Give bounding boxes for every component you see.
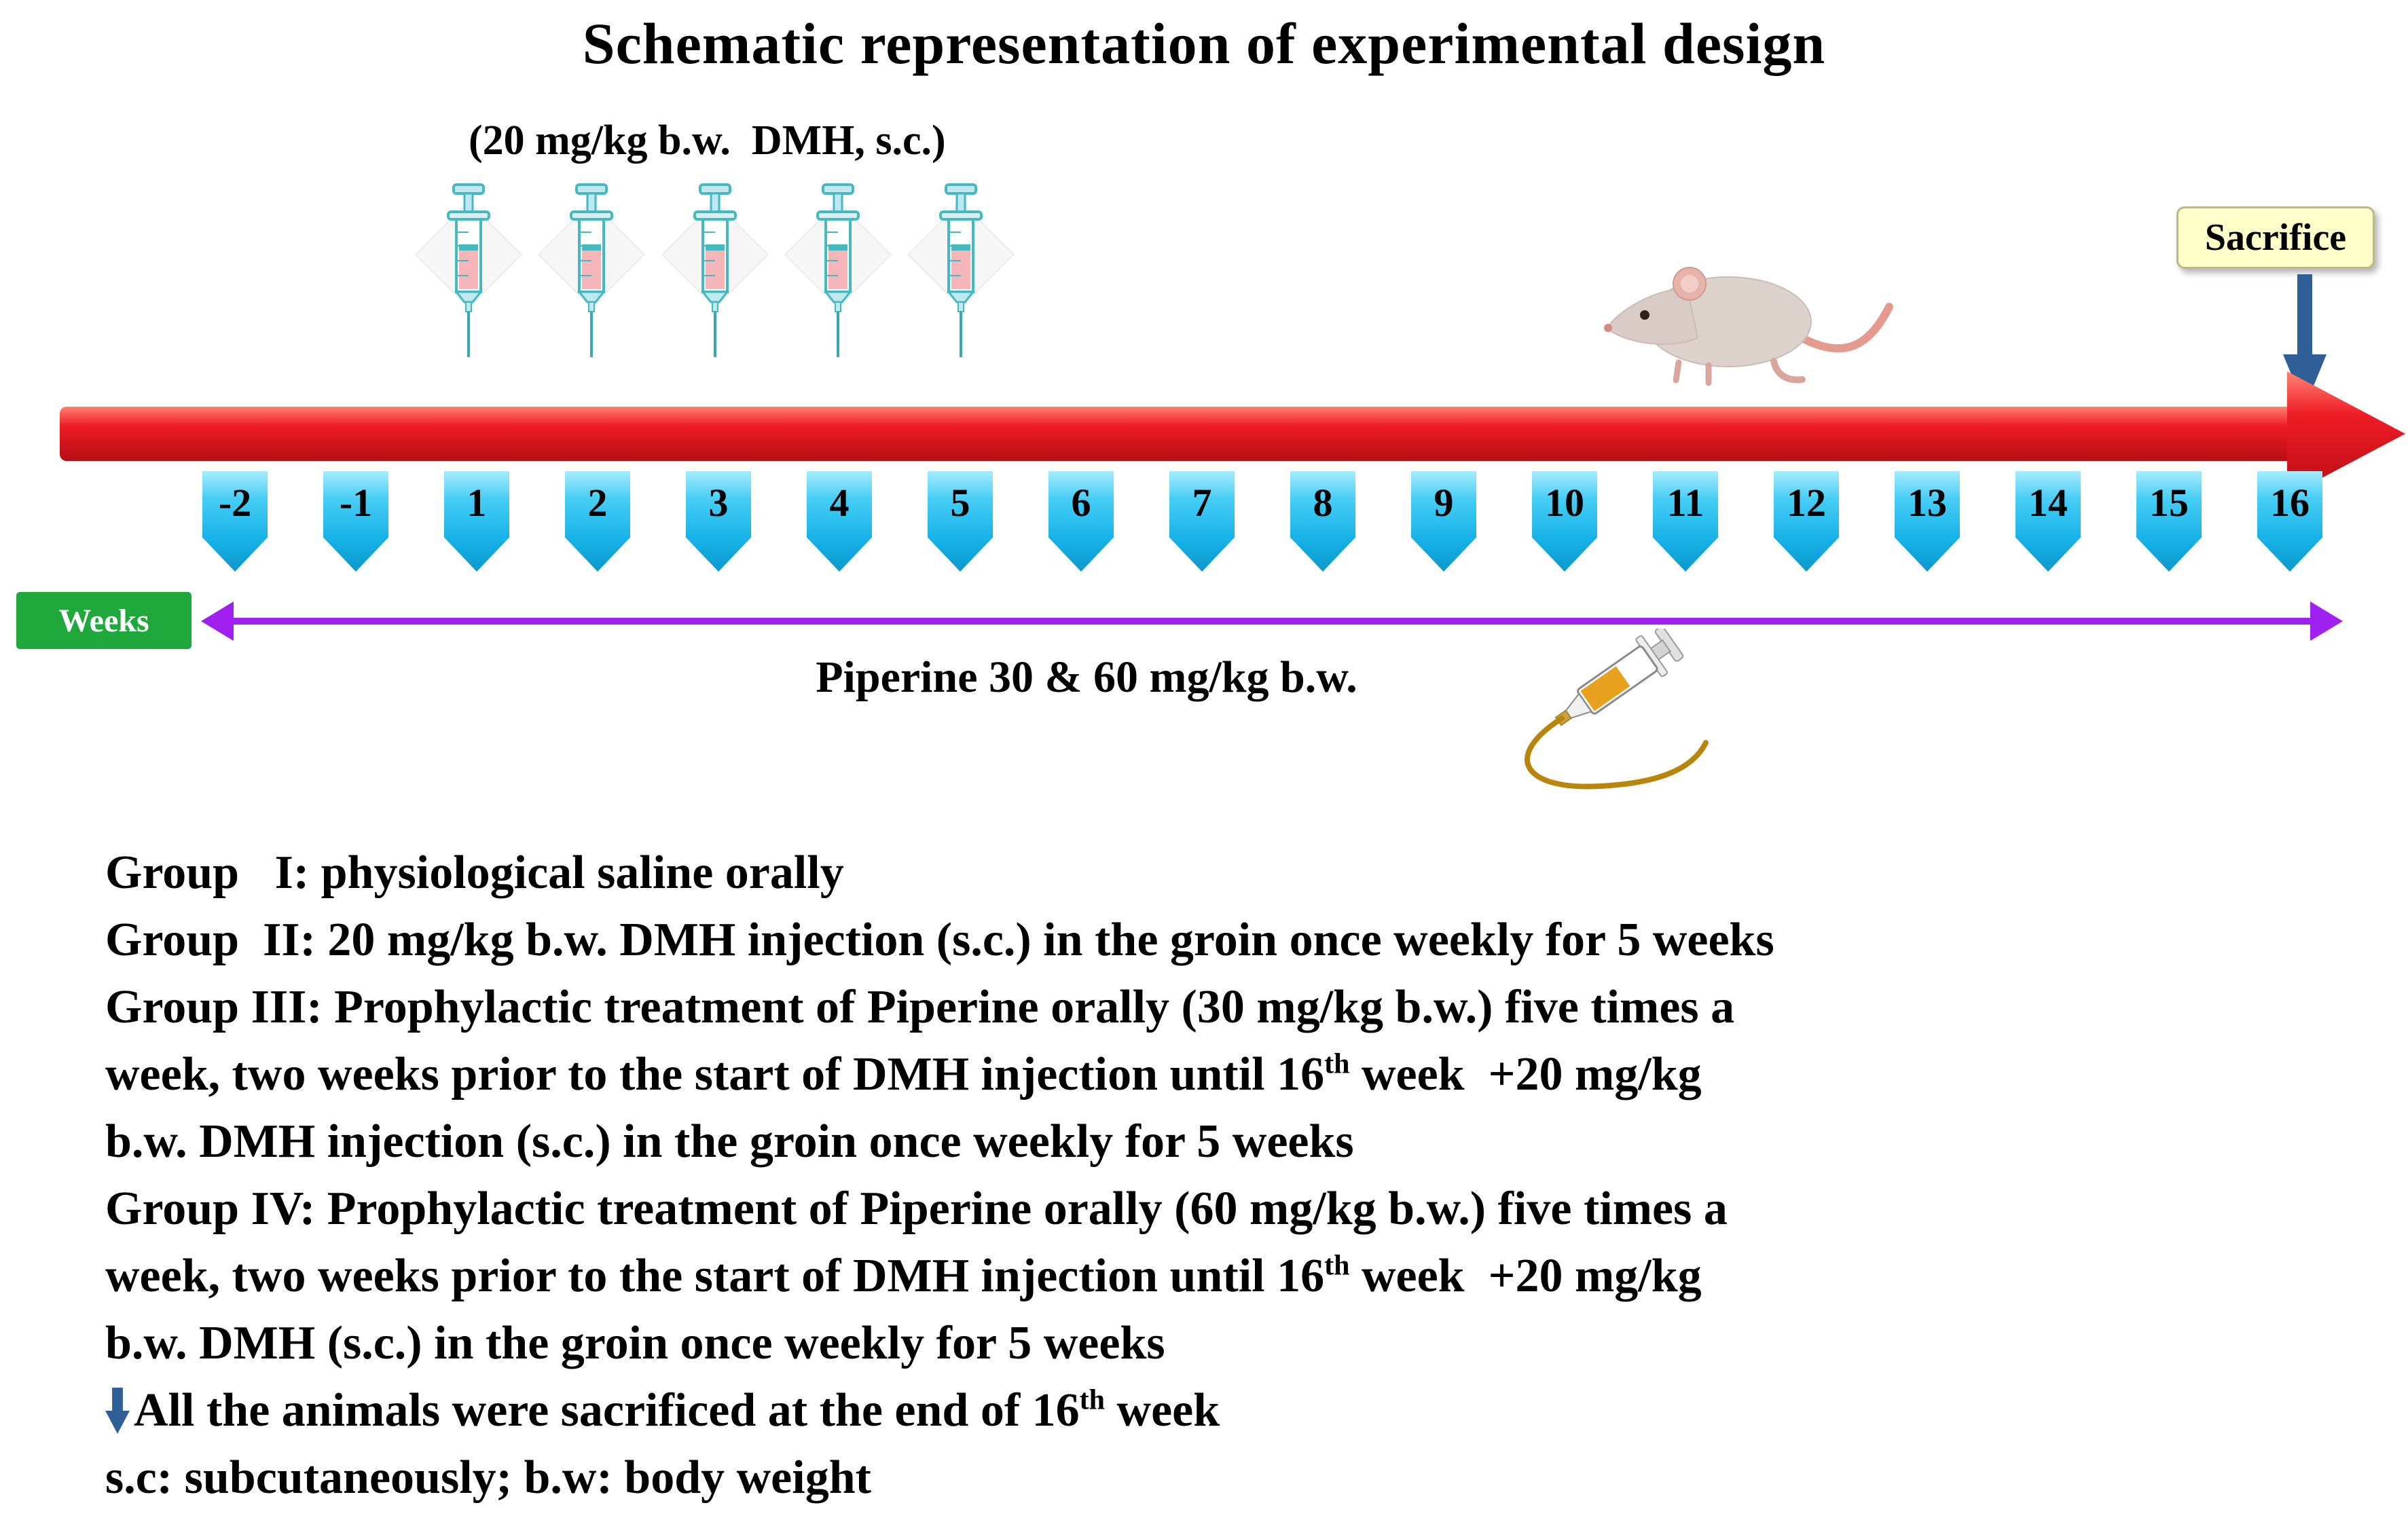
week-number: 12 [1787,481,1826,525]
oral-gavage-icon [1460,629,1732,802]
week-number: 8 [1313,481,1333,525]
group-3-line-1: Group III: Prophylactic treatment of Pip… [105,974,2404,1041]
dmh-syringe-icon [530,178,653,385]
rat-glyph [1604,267,1893,386]
week-marker-13: 13 [1895,471,1960,572]
description-text: week [1105,1384,1220,1437]
week-marker-2: 2 [565,471,630,572]
blue-down-arrow-icon [105,1388,130,1434]
week-number: -2 [218,481,252,525]
week-marker-15: 15 [2136,471,2202,572]
group-1: Group I: physiological saline orally [105,839,2404,906]
syringe-glyph [661,183,769,357]
syringe-glyph [414,183,523,357]
week-marker-1: 1 [444,471,509,572]
week-marker-14: 14 [2015,471,2081,572]
gavage-glyph [1525,629,1709,790]
week-marker-3: 3 [686,471,751,572]
weeks-label: Weeks [16,592,191,649]
description-text: Group IV: Prophylactic treatment of Pipe… [105,1183,1728,1235]
piperine-duration-arrow [198,593,2346,649]
week-marker-5: 5 [928,471,993,572]
dmh-syringe-icon [407,178,530,385]
group-3-line-3: b.w. DMH injection (s.c.) in the groin o… [105,1108,2404,1175]
description-text: Group I: physiological saline orally [105,847,844,899]
sacrifice-note: All the animals were sacrificed at the e… [105,1377,2404,1444]
group-4-line-2: week, two weeks prior to the start of DM… [105,1242,2404,1310]
week-marker-4: 4 [807,471,872,572]
down-arrow-glyph [2283,274,2327,407]
superscript-text: th [1079,1384,1106,1416]
week-number: 1 [467,481,487,525]
week-number: 4 [829,481,850,525]
week-number: 5 [950,481,970,525]
description-text: b.w. DMH (s.c.) in the groin once weekly… [105,1317,1165,1369]
week-number: 6 [1071,481,1091,525]
week-marker-16: 16 [2257,471,2322,572]
description-text: week, two weeks prior to the start of DM… [105,1250,1325,1302]
week-number: 10 [1545,481,1584,525]
week-number: 7 [1192,481,1212,525]
diagram-title: Schematic representation of experimental… [582,11,1826,76]
week-number: 15 [2149,481,2189,525]
sacrifice-arrow-icon [2279,274,2331,410]
week-number: -1 [339,481,373,525]
syringe-glyph [907,183,1015,357]
dmh-syringe-icon [654,178,776,385]
week-marker-11: 11 [1653,471,1718,572]
group-2: Group II: 20 mg/kg b.w. DMH injection (s… [105,906,2404,974]
superscript-text: th [1324,1048,1350,1080]
description-text: week, two weeks prior to the start of DM… [105,1048,1325,1100]
dmh-dose-label: (20 mg/kg b.w. DMH, s.c.) [469,117,946,164]
dmh-syringe-row [407,178,1022,392]
dmh-syringe-icon [900,178,1022,385]
week-marker--2: -2 [202,471,268,572]
description-text: Group III: Prophylactic treatment of Pip… [105,981,1735,1033]
dmh-syringe-icon [777,178,899,385]
week-marker-9: 9 [1411,471,1476,572]
week-number: 11 [1666,481,1704,525]
double-arrow-glyph [201,601,2343,641]
description-text: s.c: subcutaneously; b.w: body weight [105,1451,871,1504]
syringe-glyph [784,183,892,357]
description-text: week +20 mg/kg [1349,1048,1702,1100]
piperine-dose-label: Piperine 30 & 60 mg/kg b.w. [816,652,1357,702]
week-number: 16 [2270,481,2310,525]
week-number: 13 [1908,481,1947,525]
week-marker--1: -1 [323,471,388,572]
description-text: week +20 mg/kg [1349,1250,1702,1302]
sacrifice-label: Sacrifice [2176,206,2375,269]
week-number: 2 [587,481,608,525]
week-number: 9 [1434,481,1454,525]
syringe-glyph [538,183,646,357]
group-3-line-2: week, two weeks prior to the start of DM… [105,1041,2404,1108]
red-arrow-glyph [60,371,2405,496]
week-marker-10: 10 [1532,471,1597,572]
rat-icon [1575,235,1895,394]
group-4-line-1: Group IV: Prophylactic treatment of Pipe… [105,1175,2404,1242]
superscript-text: th [1324,1250,1350,1282]
timeline-arrow [0,362,2408,506]
abbreviations: s.c: subcutaneously; b.w: body weight [105,1444,2404,1511]
week-marker-8: 8 [1290,471,1355,572]
description-text: b.w. DMH injection (s.c.) in the groin o… [105,1115,1354,1168]
group-4-line-3: b.w. DMH (s.c.) in the groin once weekly… [105,1310,2404,1377]
description-text: Group II: 20 mg/kg b.w. DMH injection (s… [105,914,1774,966]
week-number: 14 [2028,481,2068,525]
description-text: All the animals were sacrificed at the e… [134,1384,1080,1437]
week-marker-7: 7 [1169,471,1235,572]
week-marker-6: 6 [1048,471,1114,572]
week-number: 3 [708,481,729,525]
week-marker-12: 12 [1774,471,1839,572]
